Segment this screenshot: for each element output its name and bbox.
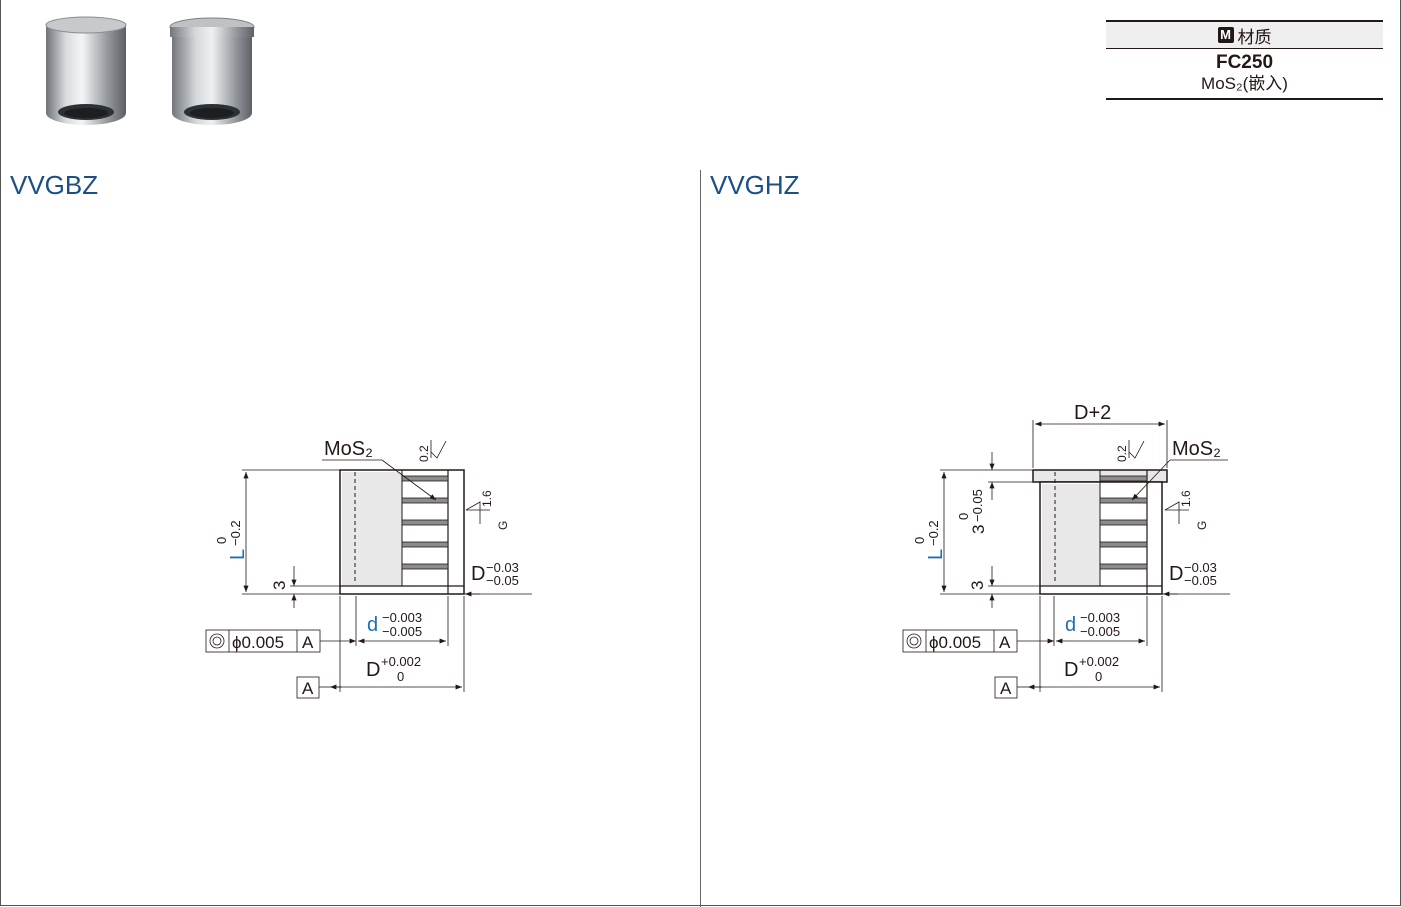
- drawing-vvgbz: L 0 −0.2 3 MoS₂ 0.2 1.6 G D −0.03 −0.05 …: [205, 438, 532, 699]
- product-photo-straight: [45, 16, 127, 125]
- D-inner-lower: 0: [1095, 669, 1102, 684]
- dim-3: 3: [968, 581, 987, 590]
- material-table: M 材质 FC250 MoS₂(嵌入): [1106, 20, 1383, 100]
- L-tol-lower: −0.2: [228, 520, 243, 546]
- drawing-vvghz: D+2 L 0 −0.2 3 0 −0.05 3 MoS₂ 0.2: [902, 402, 1230, 699]
- D-outer-label: D: [471, 563, 485, 585]
- flange-dim-3: 3: [969, 525, 988, 534]
- svg-text:0.2: 0.2: [417, 445, 431, 462]
- D-inner-upper: +0.002: [1079, 654, 1119, 669]
- svg-text:G: G: [496, 521, 510, 530]
- D-outer-lower: −0.05: [486, 573, 519, 588]
- flange-tol-lower: −0.05: [970, 489, 985, 522]
- datum-a-box: [296, 676, 320, 699]
- L-tol-upper: 0: [214, 537, 229, 544]
- section-divider: [700, 170, 701, 907]
- D-inner-lower: 0: [397, 669, 404, 684]
- roughness-top: 0.2: [1115, 440, 1145, 462]
- d-lower: −0.005: [382, 624, 422, 639]
- D-inner-label: D: [366, 659, 380, 681]
- D-outer-upper: −0.03: [1184, 560, 1217, 575]
- D-inner-label: D: [1064, 659, 1078, 681]
- d-lower: −0.005: [1080, 624, 1120, 639]
- material-value-fc250: FC250: [1215, 52, 1274, 73]
- D-outer-label: D: [1169, 563, 1183, 585]
- datum-a: A: [302, 679, 314, 698]
- flange-tol-upper: 0: [956, 513, 971, 520]
- title-vvghz: VVGHZ: [710, 170, 800, 200]
- L-label: L: [925, 549, 947, 560]
- mos2-label: MoS₂: [1172, 438, 1221, 460]
- L-label: L: [227, 549, 249, 560]
- svg-text:1.6: 1.6: [1179, 490, 1193, 507]
- svg-text:ϕ0.005: ϕ0.005: [232, 633, 284, 652]
- svg-text:1.6: 1.6: [480, 490, 494, 507]
- svg-text:A: A: [999, 633, 1011, 652]
- L-tol-upper: 0: [912, 537, 927, 544]
- dim-3: 3: [270, 581, 289, 590]
- material-body: FC250 MoS₂(嵌入): [1106, 49, 1383, 100]
- mos2-label: MoS₂: [324, 438, 373, 460]
- mos2-plugs: [1099, 475, 1148, 570]
- svg-text:0.2: 0.2: [1115, 445, 1129, 462]
- svg-text:ϕ0.005: ϕ0.005: [929, 633, 981, 652]
- D-inner-upper: +0.002: [381, 654, 421, 669]
- material-header: M 材质: [1106, 20, 1383, 49]
- top-dim-D-plus-2: D+2: [1074, 402, 1111, 424]
- material-value-mos2: MoS₂(嵌入): [1201, 74, 1288, 93]
- coaxiality-callout: ϕ0.005 A: [902, 629, 1054, 653]
- datum-a-box: [994, 676, 1018, 699]
- datum-a: A: [1000, 679, 1012, 698]
- svg-text:A: A: [302, 633, 314, 652]
- L-tol-lower: −0.2: [926, 520, 941, 546]
- coaxiality-callout: ϕ0.005 A: [205, 629, 356, 653]
- roughness-side: 1.6 G: [1164, 490, 1209, 530]
- bushing-section-fill: [342, 472, 402, 586]
- product-photo-flanged: [169, 17, 255, 125]
- roughness-side: 1.6 G: [465, 490, 510, 530]
- D-outer-lower: −0.05: [1184, 573, 1217, 588]
- material-badge: M: [1217, 27, 1234, 43]
- mos2-plugs: [401, 475, 449, 570]
- D-outer-upper: −0.03: [486, 560, 519, 575]
- d-label: d: [1065, 614, 1076, 636]
- d-label: d: [367, 614, 378, 636]
- bushing-section-fill: [1042, 484, 1100, 586]
- svg-text:G: G: [1195, 521, 1209, 530]
- d-upper: −0.003: [1080, 610, 1120, 625]
- title-vvgbz: VVGBZ: [10, 170, 99, 200]
- d-upper: −0.003: [382, 610, 422, 625]
- roughness-top: 0.2: [417, 440, 447, 462]
- material-header-label: 材质: [1237, 27, 1272, 47]
